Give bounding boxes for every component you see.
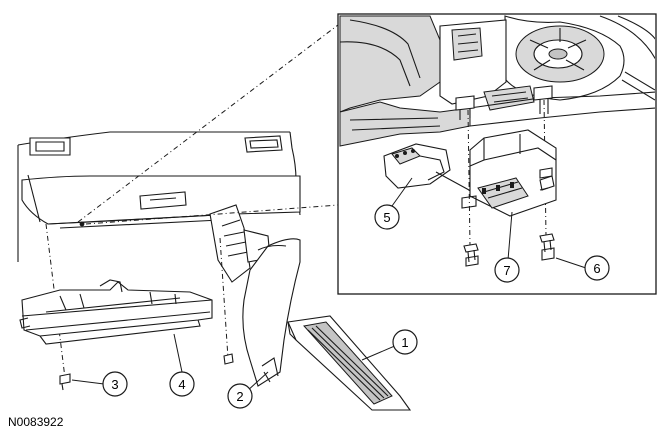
screw-top-icon [539, 167, 553, 179]
callout-7: 7 [494, 211, 520, 283]
reference-id: N0083922 [8, 415, 64, 429]
svg-text:6: 6 [593, 261, 600, 276]
callout-3: 3 [71, 371, 128, 397]
connector-5 [383, 143, 481, 197]
fastener-icon [223, 353, 234, 365]
callout-5: 5 [374, 177, 413, 230]
fastener-3-icon [59, 373, 71, 391]
callout-6: 6 [555, 255, 610, 281]
screw-left-icon [463, 243, 479, 267]
screw-right-icon [539, 233, 555, 261]
svg-text:4: 4 [178, 377, 185, 392]
svg-text:2: 2 [236, 389, 243, 404]
svg-text:7: 7 [503, 263, 510, 278]
callout-2: 2 [227, 371, 269, 409]
trim-panel [242, 238, 301, 387]
detail-inset [337, 13, 657, 295]
svg-text:3: 3 [111, 377, 118, 392]
svg-text:1: 1 [401, 335, 408, 350]
sill-plate [287, 315, 412, 411]
instrument-panel-view [17, 24, 412, 411]
callout-1: 1 [361, 329, 418, 361]
callout-4: 4 [169, 333, 195, 397]
glove-box-panel [19, 279, 213, 345]
module-7 [461, 129, 557, 217]
svg-text:5: 5 [383, 210, 390, 225]
